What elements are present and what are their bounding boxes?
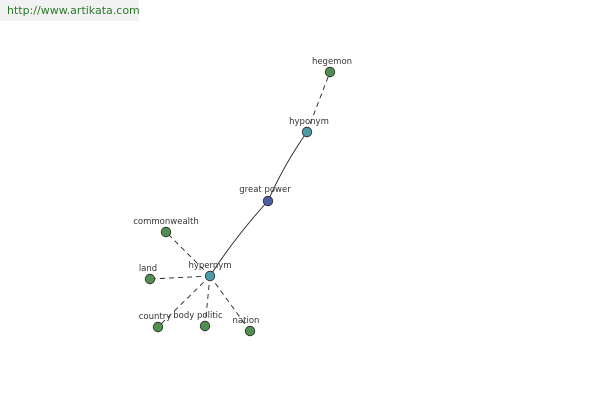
nodes-layer: hegemon hyponym great power hypernym commonw… (133, 57, 352, 337)
node-label-country[interactable]: country (139, 312, 172, 322)
node-dot-great-power[interactable] (262, 195, 274, 207)
edge-hyponym-to-hegemon (306, 71, 331, 133)
node-label-great-power[interactable]: great power (239, 185, 291, 195)
edge-hypernym-to-country (157, 275, 211, 328)
node-label-nation[interactable]: nation (233, 316, 260, 326)
node-dot-country[interactable] (152, 321, 164, 333)
edges-layer (149, 71, 331, 332)
edge-hypernym-to-commonwealth (165, 231, 211, 277)
node-land[interactable]: land (139, 264, 157, 285)
node-dot-hyponym[interactable] (301, 126, 313, 138)
node-hegemon[interactable]: hegemon (312, 57, 352, 78)
node-label-hyponym[interactable]: hyponym (289, 117, 329, 127)
edge-great-power-to-hyponym (267, 131, 308, 202)
node-dot-body-politic[interactable] (199, 320, 211, 332)
node-label-commonwealth[interactable]: commonwealth (133, 217, 199, 227)
node-hypernym[interactable]: hypernym (188, 261, 232, 282)
edge-great-power-to-hypernym (209, 200, 269, 277)
edge-hypernym-to-nation (209, 275, 251, 332)
node-body-politic[interactable]: body politic (173, 311, 223, 332)
node-commonwealth[interactable]: commonwealth (133, 217, 199, 238)
node-great-power[interactable]: great power (239, 185, 291, 207)
node-dot-hypernym[interactable] (204, 270, 216, 282)
node-dot-nation[interactable] (244, 325, 256, 337)
node-dot-commonwealth[interactable] (160, 226, 172, 238)
node-label-hegemon[interactable]: hegemon (312, 57, 352, 67)
node-label-hypernym[interactable]: hypernym (188, 261, 231, 271)
node-label-body-politic[interactable]: body politic (173, 311, 223, 321)
node-dot-land[interactable] (144, 273, 156, 285)
node-hyponym[interactable]: hyponym (289, 117, 329, 138)
node-nation[interactable]: nation (233, 316, 260, 337)
node-dot-hegemon[interactable] (324, 66, 336, 78)
edge-hypernym-to-land (149, 275, 211, 280)
site-url-link[interactable]: http://www.artikata.com (0, 0, 140, 21)
node-label-land[interactable]: land (139, 264, 157, 274)
node-country[interactable]: country (139, 312, 172, 333)
